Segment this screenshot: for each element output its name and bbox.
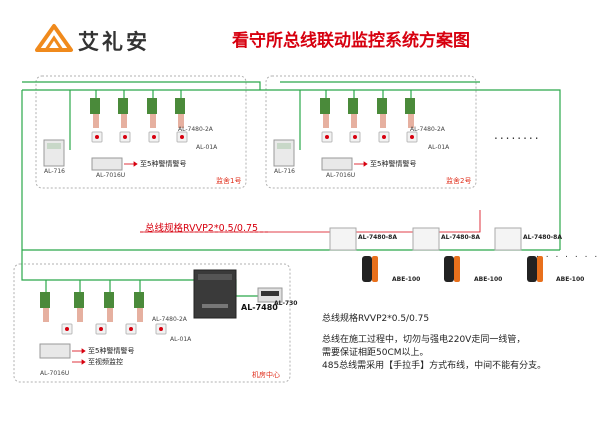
zone2-module-label: AL-7016U xyxy=(326,172,356,179)
detector-2-top-label: AL-7480-8A xyxy=(441,234,480,241)
zone2-keypad-label: AL-716 xyxy=(274,168,295,175)
zone2-ir-label-1: AL-7480-2A xyxy=(410,126,445,133)
note-line-1: 总线规格RVVP2*0.5/0.75 xyxy=(322,314,430,324)
note-line-3: 需要保证相距50CM以上。 xyxy=(322,348,429,358)
brand-logo-icon xyxy=(35,24,73,52)
zone3-ir-label-1: AL-7480-2A xyxy=(152,316,187,323)
zone1-output-label: 至5种警情警号 xyxy=(140,160,187,168)
zone1-ir-label-1: AL-7480-2A xyxy=(178,126,213,133)
detector-1-bottom-label: ABE-100 xyxy=(392,276,421,283)
zone1-room-label: 监舍1号 xyxy=(216,177,242,185)
zone2-output-label: 至5种警情警号 xyxy=(370,160,417,168)
detector-3-bottom-label: ABE-100 xyxy=(556,276,585,283)
zone3-module-label: AL-7016U xyxy=(40,370,70,377)
zone3-ir-label-2: AL-01A xyxy=(170,336,192,343)
note-line-2: 总线在施工过程中，切勿与强电220V走同一线管， xyxy=(322,335,526,345)
zone1-module-label: AL-7016U xyxy=(96,172,126,179)
more-detectors-ellipsis: . . . . . . . xyxy=(536,250,600,260)
zone3-room-label: 机房中心 xyxy=(252,371,280,379)
zone2-modules xyxy=(273,98,418,171)
zone3-output-label-2: 至视频监控 xyxy=(88,358,123,366)
page-title: 看守所总线联动监控系统方案图 xyxy=(232,31,470,51)
zone2-room-label: 监舍2号 xyxy=(446,177,472,185)
host-label: AL-7480 xyxy=(241,303,278,312)
brand-name: 艾礼安 xyxy=(78,30,150,54)
zone2-box xyxy=(265,75,477,189)
zone1-modules xyxy=(43,98,188,171)
zone3-box xyxy=(13,263,291,383)
panel-label: AL-730 xyxy=(274,300,298,307)
zone2-ir-label-2: AL-01A xyxy=(428,144,450,151)
detector-3-top-label: AL-7480-8A xyxy=(523,234,562,241)
zone3-output-label-1: 至5种警情警号 xyxy=(88,347,135,355)
zone1-keypad-label: AL-716 xyxy=(44,168,65,175)
detector-2-bottom-label: ABE-100 xyxy=(474,276,503,283)
more-zones-ellipsis: ........ xyxy=(494,128,541,142)
zone1-ir-label-2: AL-01A xyxy=(196,144,218,151)
note-line-4: 485总线需采用【手拉手】方式布线，中间不能有分支。 xyxy=(322,361,547,371)
detector-1-top-label: AL-7480-8A xyxy=(358,234,397,241)
detector-units xyxy=(329,227,543,282)
bus-spec-label: 总线规格RVVP2*0.5/0.75 xyxy=(145,223,259,234)
zone1-box xyxy=(35,75,247,189)
zone3-modules xyxy=(39,269,283,359)
